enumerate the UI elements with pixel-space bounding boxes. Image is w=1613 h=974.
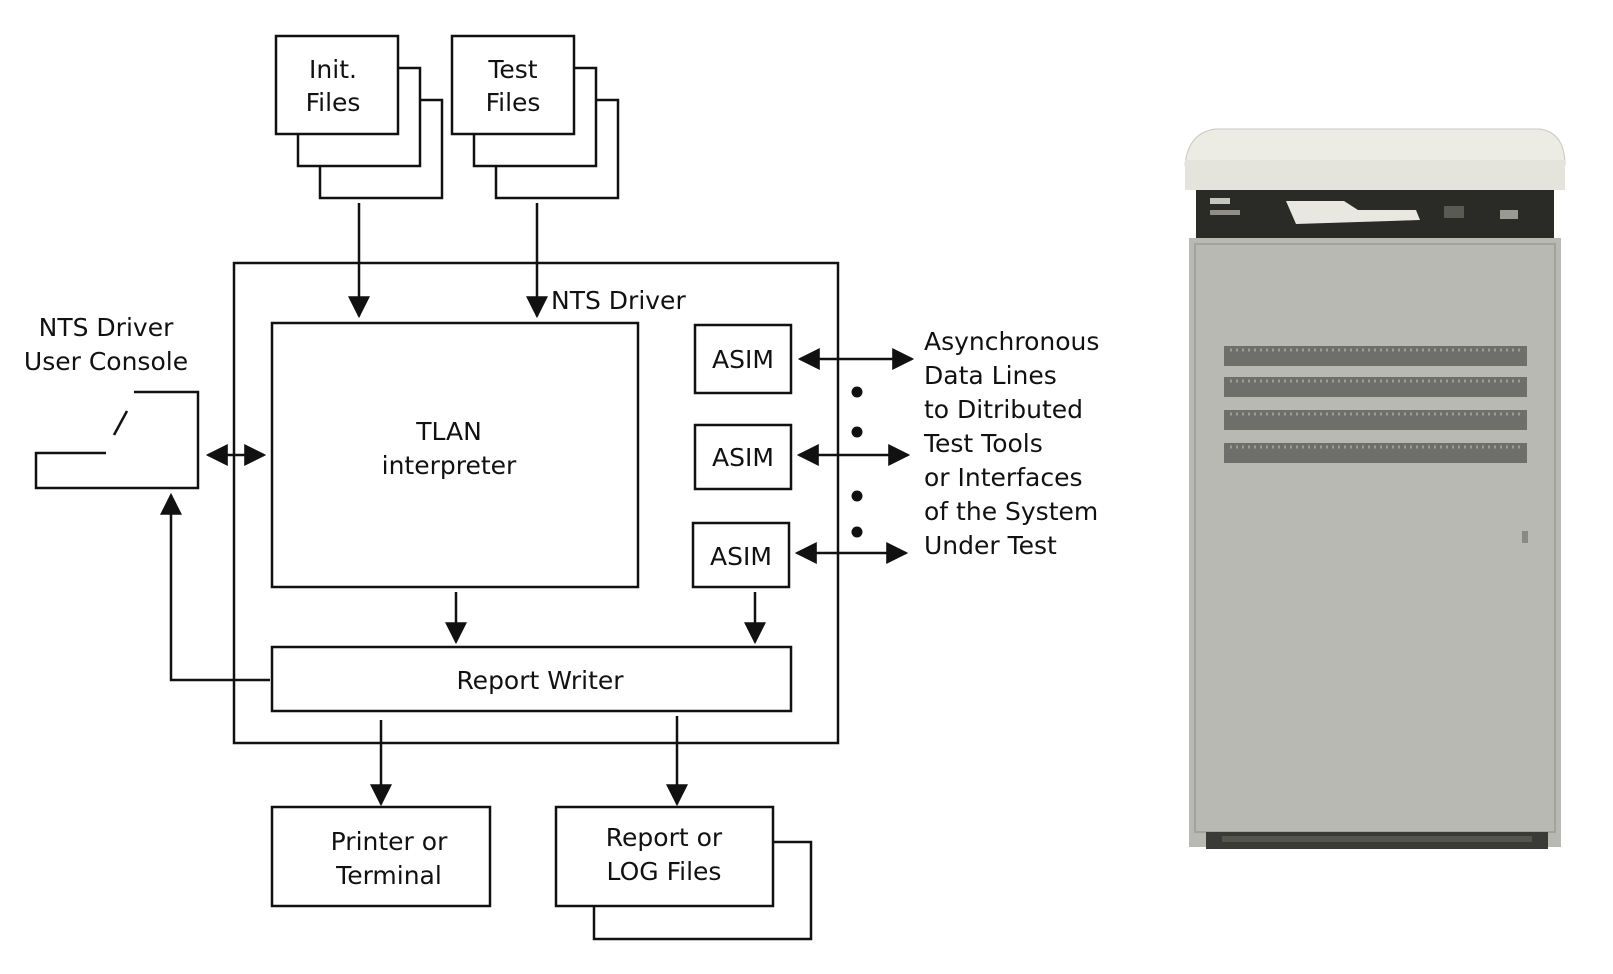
tlan-label-line1: TLAN bbox=[415, 417, 482, 446]
test-files-label-line2: Files bbox=[486, 88, 541, 117]
user-console: NTS Driver User Console bbox=[24, 313, 198, 488]
report-writer-label: Report Writer bbox=[456, 666, 624, 695]
asim-label-2: ASIM bbox=[712, 443, 774, 472]
init-files-stack: Init. Files bbox=[276, 36, 442, 198]
printer-label-line1: Printer or bbox=[331, 827, 448, 856]
async-note-line-3: to Ditributed bbox=[924, 395, 1083, 424]
async-lines-note: Asynchronous Data Lines to Ditributed Te… bbox=[923, 327, 1099, 560]
printer-label-line2: Terminal bbox=[335, 861, 442, 890]
report-files-label-line1: Report or bbox=[606, 823, 723, 852]
async-note-line-4: Test Tools bbox=[923, 429, 1043, 458]
report-files-stack: Report or LOG Files bbox=[556, 807, 811, 939]
printer-box bbox=[272, 807, 490, 906]
console-label-line1: NTS Driver bbox=[39, 313, 174, 342]
asim-label-3: ASIM bbox=[710, 542, 772, 571]
console-terminal-outline bbox=[36, 392, 198, 488]
init-files-label-line2: Files bbox=[306, 88, 361, 117]
tlan-label-line2: interpreter bbox=[382, 451, 517, 480]
report-files-label-line2: LOG Files bbox=[607, 857, 722, 886]
test-files-label-line1: Test bbox=[487, 55, 537, 84]
async-note-line-5: or Interfaces bbox=[924, 463, 1082, 492]
async-note-line-1: Asynchronous bbox=[924, 327, 1099, 356]
test-files-stack: Test Files bbox=[452, 36, 618, 198]
init-files-label-line1: Init. bbox=[309, 55, 357, 84]
console-screen-stroke bbox=[114, 411, 127, 435]
async-note-line-6: of the System bbox=[924, 497, 1098, 526]
async-note-line-2: Data Lines bbox=[924, 361, 1057, 390]
console-label-line2: User Console bbox=[24, 347, 188, 376]
nts-driver-label: NTS Driver bbox=[551, 286, 686, 315]
cabinet-photo bbox=[1185, 129, 1565, 849]
continuation-dots bbox=[852, 387, 863, 538]
asim-label-1: ASIM bbox=[712, 345, 774, 374]
async-note-line-7: Under Test bbox=[924, 531, 1057, 560]
